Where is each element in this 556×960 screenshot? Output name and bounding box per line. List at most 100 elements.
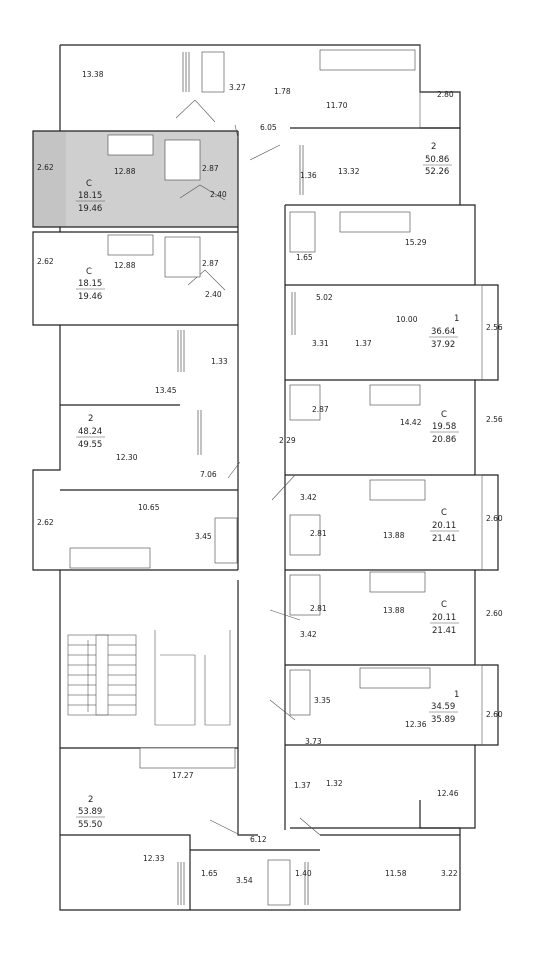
svg-text:55.50: 55.50 (78, 820, 102, 830)
room-area: 11.70 (326, 101, 348, 110)
svg-text:С: С (441, 600, 447, 610)
unit-label[interactable]: С 20.11 21.41 (430, 600, 459, 636)
room-area: 10.65 (138, 503, 160, 512)
unit-label[interactable]: 1 34.59 35.89 (429, 690, 459, 725)
room-area: 1.37 (355, 339, 372, 348)
room-area: 3.42 (300, 493, 317, 502)
room-area: 2.40 (210, 190, 227, 199)
room-area: 15.29 (405, 238, 427, 247)
room-area: 3.22 (441, 869, 458, 878)
room-area: 1.32 (326, 779, 343, 788)
room-area: 2.87 (312, 405, 329, 414)
elevator-shafts (154, 630, 231, 726)
room-area: 3.42 (300, 630, 317, 639)
room-area: 12.36 (405, 720, 427, 729)
room-area: 3.35 (314, 696, 331, 705)
room-area: 13.32 (338, 167, 360, 176)
room-area: 1.36 (300, 171, 317, 180)
bathroom-fixtures (164, 51, 321, 906)
room-area: 6.12 (250, 835, 267, 844)
svg-text:2: 2 (88, 795, 93, 805)
svg-text:20.11: 20.11 (432, 521, 456, 531)
svg-text:19.58: 19.58 (432, 422, 456, 432)
room-area: 2.60 (486, 609, 503, 618)
svg-text:1: 1 (454, 314, 459, 324)
radiators (177, 52, 309, 905)
room-area: 12.88 (114, 261, 136, 270)
unit-label[interactable]: 2 50.86 52.26 (423, 142, 452, 177)
unit-label[interactable]: С 18.15 19.46 (76, 179, 105, 214)
svg-text:34.59: 34.59 (431, 702, 455, 712)
svg-text:1: 1 (454, 690, 459, 700)
room-area: 7.06 (200, 470, 217, 479)
svg-text:50.86: 50.86 (425, 155, 449, 165)
unit-label[interactable]: С 20.11 21.41 (430, 508, 459, 544)
room-area: 2.62 (37, 518, 54, 527)
outer-wall-right (285, 127, 499, 829)
room-area: 12.46 (437, 789, 459, 798)
svg-text:18.15: 18.15 (78, 191, 102, 201)
unit-label[interactable]: 2 53.89 55.50 (76, 795, 105, 830)
room-area: 3.31 (312, 339, 329, 348)
room-area: 3.27 (229, 83, 246, 92)
room-area: 17.27 (172, 771, 194, 780)
room-area: 1.37 (294, 781, 311, 790)
room-area: 13.88 (383, 531, 405, 540)
room-area: 2.56 (486, 415, 503, 424)
room-area: 2.62 (37, 163, 54, 172)
svg-text:18.15: 18.15 (78, 279, 102, 289)
unit-label[interactable]: С 18.15 19.46 (76, 267, 105, 302)
unit-label[interactable]: 1 36.64 37.92 (429, 314, 459, 350)
room-area: 10.00 (396, 315, 418, 324)
svg-text:36.64: 36.64 (431, 327, 455, 337)
svg-text:21.41: 21.41 (432, 626, 456, 636)
room-area: 2.80 (437, 90, 454, 99)
room-area: 2.87 (202, 164, 219, 173)
svg-text:20.86: 20.86 (432, 435, 456, 445)
svg-text:48.24: 48.24 (78, 427, 102, 437)
room-area: 14.42 (400, 418, 422, 427)
room-area: 2.40 (205, 290, 222, 299)
unit-label[interactable]: С 19.58 20.86 (430, 410, 459, 445)
room-area: 12.88 (114, 167, 136, 176)
room-area: 2.81 (310, 604, 327, 613)
room-area: 2.56 (486, 323, 503, 332)
room-area: 11.58 (385, 869, 407, 878)
staircase (67, 634, 137, 716)
room-area: 12.33 (143, 854, 165, 863)
room-area: 2.60 (486, 710, 503, 719)
room-area: 6.05 (260, 123, 277, 132)
svg-text:20.11: 20.11 (432, 613, 456, 623)
room-area: 2.62 (37, 257, 54, 266)
room-area: 13.38 (82, 70, 104, 79)
svg-text:21.41: 21.41 (432, 534, 456, 544)
room-area: 1.33 (211, 357, 228, 366)
room-area: 2.87 (202, 259, 219, 268)
svg-text:53.89: 53.89 (78, 807, 102, 817)
svg-text:19.46: 19.46 (78, 204, 102, 214)
room-area: 12.30 (116, 453, 138, 462)
svg-text:С: С (441, 508, 447, 518)
room-area: 2.60 (486, 514, 503, 523)
room-area: 1.40 (295, 869, 312, 878)
room-area: 5.02 (316, 293, 333, 302)
room-area: 2.81 (310, 529, 327, 538)
room-area: 1.65 (201, 869, 218, 878)
svg-text:37.92: 37.92 (431, 340, 455, 350)
svg-text:49.55: 49.55 (78, 440, 102, 450)
unit-label[interactable]: 2 48.24 49.55 (76, 414, 105, 450)
room-area: 3.54 (236, 876, 253, 885)
room-area: 1.65 (296, 253, 313, 262)
room-area: 13.45 (155, 386, 177, 395)
svg-text:С: С (86, 179, 92, 189)
room-area: 3.45 (195, 532, 212, 541)
room-area: 3.73 (305, 737, 322, 746)
svg-text:35.89: 35.89 (431, 715, 455, 725)
svg-text:С: С (86, 267, 92, 277)
room-area: 2.29 (279, 436, 296, 445)
room-area: 1.78 (274, 87, 291, 96)
svg-text:2: 2 (431, 142, 436, 152)
svg-text:19.46: 19.46 (78, 292, 102, 302)
svg-text:2: 2 (88, 414, 93, 424)
